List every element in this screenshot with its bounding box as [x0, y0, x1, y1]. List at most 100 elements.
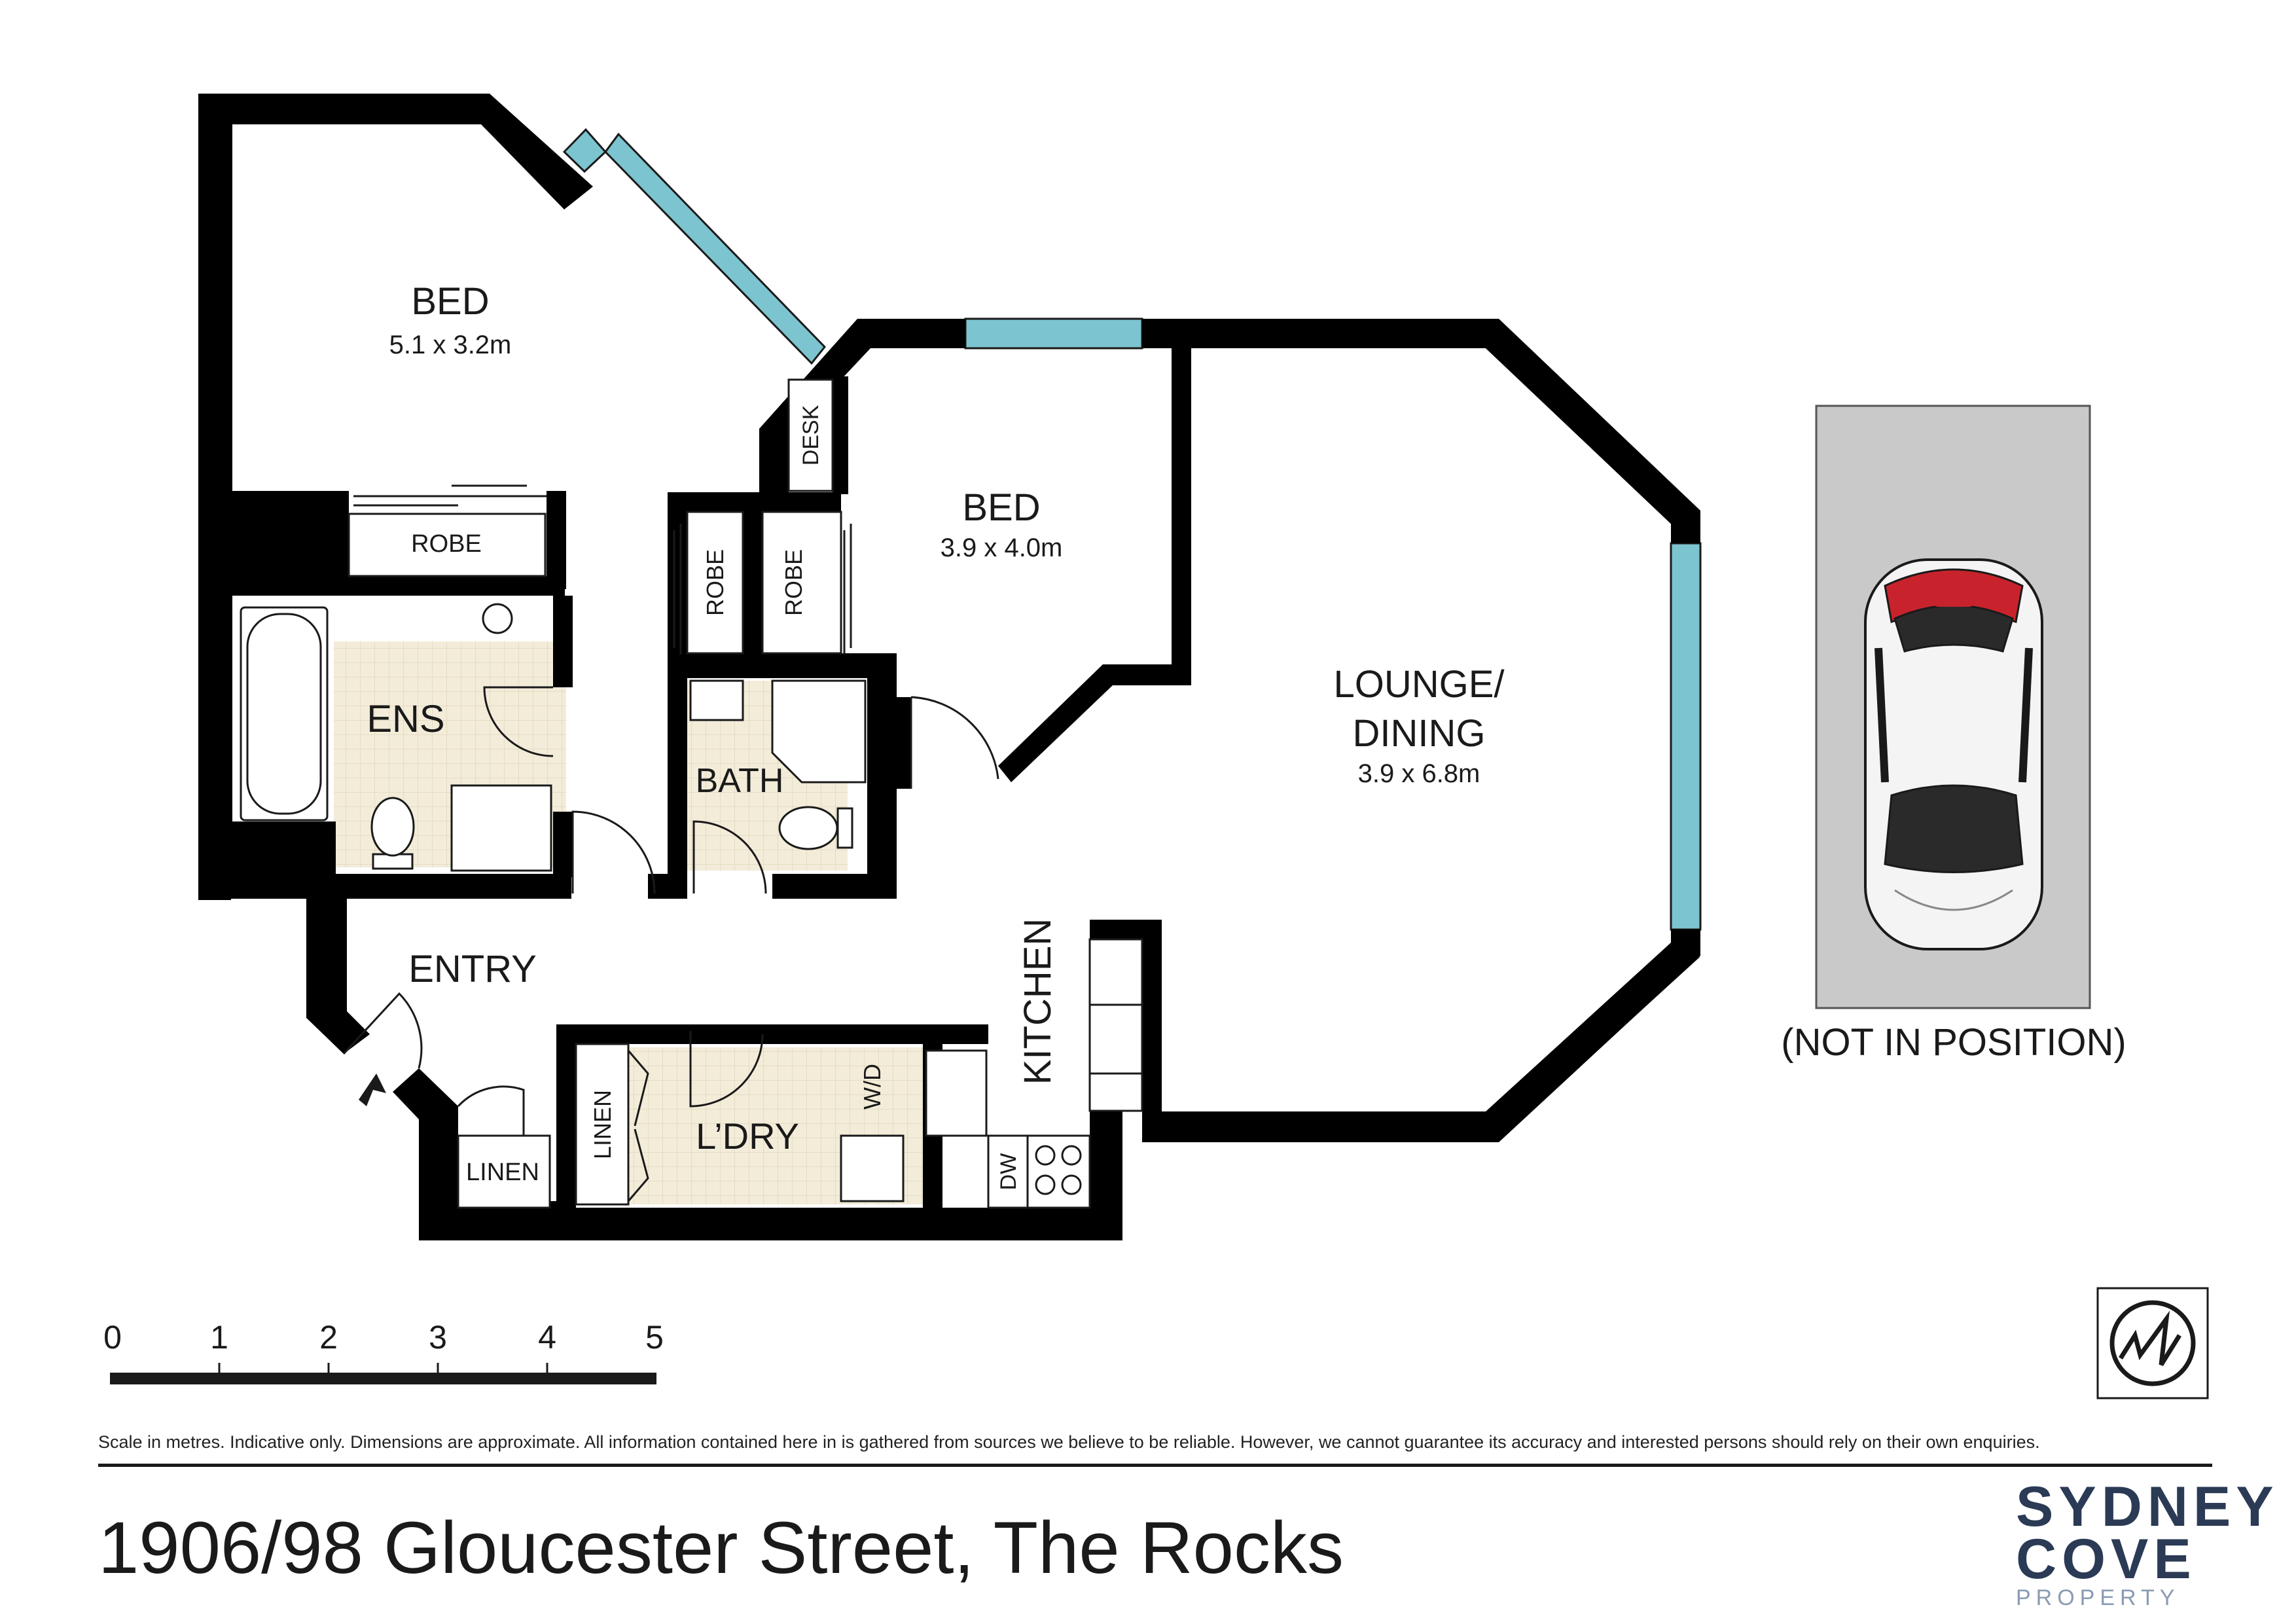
linen1-box: [457, 1134, 551, 1209]
room-kitchen-name: KITCHEN: [1016, 918, 1059, 1085]
burner: [1061, 1145, 1082, 1166]
dishwasher: [987, 1134, 1029, 1209]
parking-note: (NOT IN POSITION): [1781, 1021, 2126, 1064]
wall-lounge-corner-bottom: [1486, 929, 1700, 1142]
door-linen2-right: [627, 1128, 649, 1202]
ens-toilet: [370, 797, 415, 857]
door-ensuite-entry: [571, 810, 656, 894]
robe2-slider: [673, 524, 852, 655]
room-lounge-name-1: LOUNGE/: [1333, 663, 1505, 706]
brand-logo: SYDNEY COVE PROPERTY: [2016, 1475, 2279, 1610]
window-bed2-top: [964, 317, 1143, 350]
disclaimer: Scale in metres. Indicative only. Dimens…: [98, 1432, 2040, 1452]
wall-ldry-door-head: [691, 1024, 756, 1031]
wall-bath-right: [867, 653, 897, 899]
brand-line-1: SYDNEY: [2016, 1475, 2279, 1538]
wall-ens-right-low: [553, 812, 573, 877]
wall-bottom: [419, 1208, 1122, 1240]
scale-tick-3: 3: [429, 1319, 447, 1356]
car-icon: [1864, 558, 2043, 950]
door-ensuite: [483, 686, 554, 757]
scale-bar: 0 1 2 3 4 5: [103, 1319, 664, 1384]
burner: [1035, 1174, 1056, 1195]
cooktop: [1026, 1134, 1091, 1209]
desk-label: DESK: [798, 405, 823, 465]
wall-kitchen-nib: [1090, 920, 1162, 939]
linen2-box: [575, 1043, 630, 1206]
wall-ens-right: [553, 596, 573, 687]
wall-bath-top: [668, 653, 897, 678]
desk: [787, 378, 834, 492]
door-bath-entry: [692, 820, 767, 894]
room-lounge-name-2: DINING: [1353, 712, 1486, 755]
wall-kitchen-right: [1142, 920, 1162, 1142]
scale-tick-4: 4: [538, 1319, 556, 1356]
property-address: 1906/98 Gloucester Street, The Rocks: [98, 1507, 1344, 1589]
door-linen: [457, 1085, 525, 1139]
room-laundry-name: L’DRY: [696, 1115, 799, 1157]
brand-line-2: COVE: [2016, 1528, 2197, 1591]
robe2a-label: ROBE: [702, 549, 728, 616]
room-bed2-dims: 3.9 x 4.0m: [941, 533, 1063, 562]
north-compass-icon: [2096, 1287, 2209, 1399]
window-bed1-diagonal: [604, 132, 826, 365]
scale-tick-1: 1: [210, 1319, 228, 1356]
dw-label: DW: [996, 1153, 1021, 1191]
robe2a: [686, 511, 744, 655]
fixture-labels: ROBE ROBE ROBE DESK LINEN LINEN W/D DW: [411, 405, 1021, 1190]
wall-robe1-bottom: [198, 576, 565, 596]
room-bed1-dims: 5.1 x 3.2m: [389, 331, 512, 359]
fixtures: [240, 378, 1143, 1209]
wall-lounge-corner-top: [1486, 319, 1700, 543]
bath-basin: [689, 679, 744, 721]
wall-ens-bottom: [198, 874, 571, 899]
room-ens-name: ENS: [367, 698, 444, 740]
window-lounge-side: [1670, 542, 1702, 931]
scale-tick-0: 0: [103, 1319, 122, 1356]
wall-ens-left: [198, 596, 231, 900]
robe1-box: [348, 513, 547, 577]
bath-toilet: [778, 806, 838, 850]
wd-label: W/D: [859, 1064, 886, 1110]
burner: [1061, 1174, 1082, 1195]
ens-shower: [450, 784, 552, 872]
cooktop-burners: [1035, 1145, 1082, 1195]
wall-desk-right: [833, 376, 848, 494]
door-entry: [342, 992, 423, 1069]
wall-bath-bottom: [772, 874, 897, 899]
robe1-label: ROBE: [411, 530, 482, 558]
wall-bath-left: [668, 653, 687, 899]
door-laundry: [689, 1031, 764, 1108]
room-bed1-name: BED: [411, 280, 489, 323]
brand-line-3: PROPERTY: [2016, 1585, 2180, 1610]
entry-arrow-icon: [359, 1074, 386, 1106]
wall-bed2-top-right: [1142, 319, 1499, 348]
kitchen-cabinet: [1088, 938, 1143, 1112]
room-bed2-name: BED: [962, 486, 1040, 529]
wall-robe2-left: [668, 492, 687, 656]
kitchen-sink: [925, 1049, 988, 1137]
wall-robe-divider: [743, 492, 762, 656]
wall-bed2-right: [1172, 348, 1191, 685]
bath-toilet-cistern: [836, 807, 853, 849]
burner: [1035, 1145, 1056, 1166]
wall-laundry-top: [556, 1024, 988, 1044]
bath-shower: [771, 679, 867, 784]
wall-kitchen-bottom-right: [1090, 1111, 1122, 1240]
robe2b-label: ROBE: [780, 549, 807, 616]
room-lounge-dims: 3.9 x 6.8m: [1358, 759, 1480, 788]
wall-robe1-right: [547, 491, 566, 589]
room-entry-name: ENTRY: [408, 948, 537, 990]
linen1-label: LINEN: [466, 1159, 539, 1186]
window-bed1-small: [562, 128, 607, 173]
robe1-slider: [353, 484, 547, 507]
door-linen2-left: [627, 1050, 649, 1127]
bathtub-inner: [246, 613, 322, 815]
doors: [342, 484, 999, 1202]
wall-entry-lower: [393, 1068, 458, 1240]
footer-divider: [98, 1464, 2212, 1467]
door-bed2: [910, 696, 999, 789]
wall-bed1-top: [198, 94, 593, 209]
wall-lounge-bottom: [1162, 1111, 1499, 1142]
